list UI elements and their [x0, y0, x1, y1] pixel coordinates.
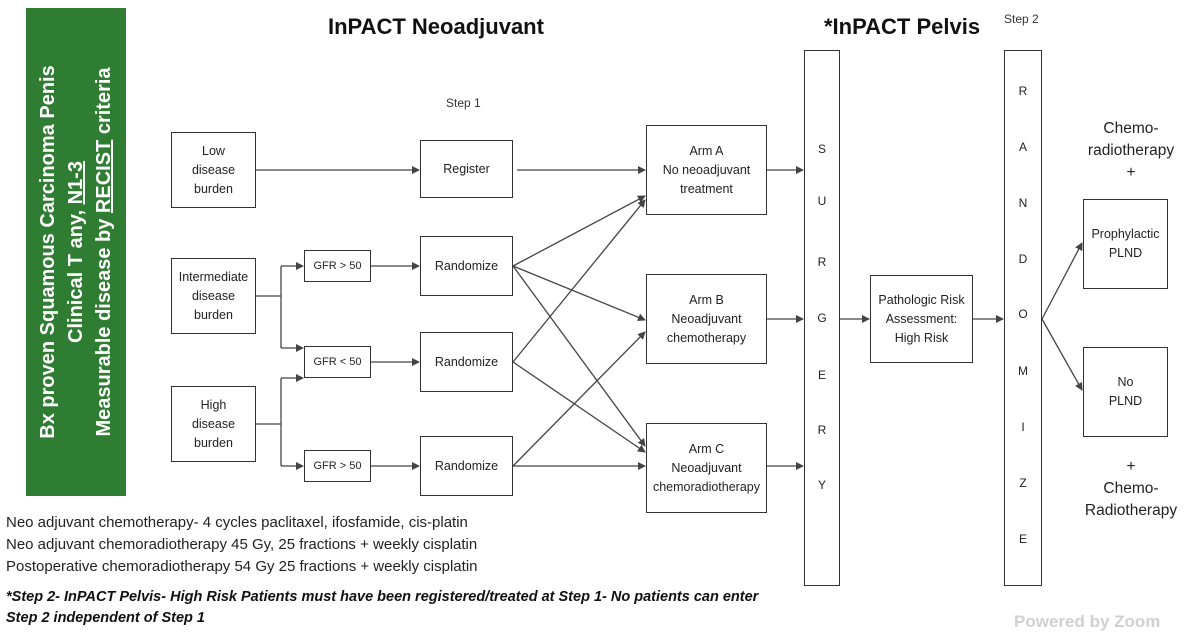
title-inpact-neoadjuvant: InPACT Neoadjuvant [328, 14, 544, 39]
randomize-letter: M [1018, 364, 1028, 378]
surgery-letter: R [817, 255, 827, 269]
box-surgery [804, 50, 840, 586]
surgery-letter: Y [817, 478, 827, 492]
arrow-rand1-to-arm-c [512, 265, 646, 447]
randomize-letter: O [1018, 307, 1028, 321]
arrow-rand2-to-arm-a [512, 199, 646, 363]
box-randomize-step2 [1004, 50, 1042, 586]
arrow-randomize-to-no-plnd [1041, 318, 1083, 391]
surgery-letter: R [817, 423, 827, 437]
footnote-postoperative: Postoperative chemoradiotherapy 54 Gy 25… [6, 558, 478, 575]
step-1-label: Step 1 [446, 96, 481, 110]
title-inpact-pelvis: *InPACT Pelvis [824, 14, 981, 39]
box-randomize-2: Randomize [420, 332, 513, 392]
randomize-letter: Z [1019, 476, 1027, 490]
footnote-chemotherapy: Neo adjuvant chemotherapy- 4 cycles pacl… [6, 514, 468, 531]
arrow-rand2-to-arm-c [512, 361, 646, 453]
arrow-rand1-to-arm-b [512, 265, 646, 322]
footnote-chemoradiotherapy: Neo adjuvant chemoradiotherapy 45 Gy, 25… [6, 536, 478, 553]
randomize-letter: A [1018, 140, 1028, 154]
arrow-rand1-to-arm-a [512, 195, 646, 267]
box-gfr-top: GFR > 50 [304, 250, 371, 282]
surgery-letter: G [817, 311, 827, 325]
zoom-watermark: Powered by Zoom [1014, 612, 1161, 631]
box-gfr-mid: GFR < 50 [304, 346, 371, 378]
randomize-letter: I [1021, 420, 1025, 434]
arrow-rand3-to-arm-b [512, 331, 646, 467]
box-register: Register [420, 140, 513, 198]
surgery-letter: E [817, 368, 827, 382]
randomize-letter: N [1018, 196, 1028, 210]
randomize-letter: R [1018, 84, 1028, 98]
box-randomize-1: Randomize [420, 236, 513, 296]
step-2-label: Step 2 [1004, 12, 1039, 26]
arrow-randomize-to-prophylactic [1041, 242, 1083, 320]
box-randomize-3: Randomize [420, 436, 513, 496]
box-gfr-bottom: GFR > 50 [304, 450, 371, 482]
chemoradiotherapy-bottom-label: + Chemo- Radiotherapy [1084, 458, 1178, 519]
step2-note-line1: *Step 2- InPACT Pelvis- High Risk Patien… [6, 589, 759, 605]
eligibility-banner: Bx proven Squamous Carcinoma Penis Clini… [26, 8, 126, 496]
randomize-letter: D [1018, 252, 1028, 266]
chemoradiotherapy-top-label: Chemo- radiotherapy + [1087, 120, 1175, 181]
randomize-letter: E [1018, 532, 1028, 546]
surgery-letter: U [817, 194, 827, 208]
surgery-letter: S [817, 142, 827, 156]
step2-note-line2: Step 2 independent of Step 1 [6, 610, 205, 626]
